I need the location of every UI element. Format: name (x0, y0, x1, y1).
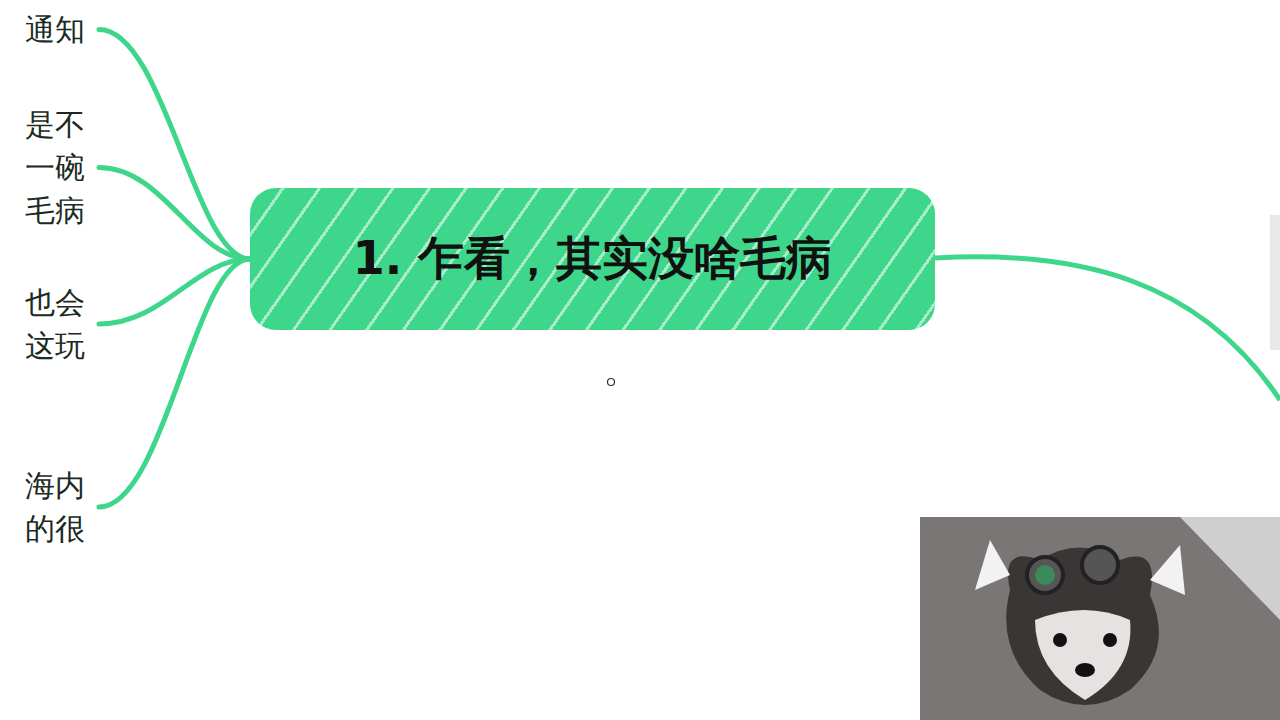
branch-connector (99, 168, 250, 260)
branch-line (935, 257, 1280, 400)
branch-connector (99, 259, 250, 507)
branch-connector (99, 259, 250, 324)
central-topic: 1. 乍看，其实没啥毛病 (250, 188, 935, 330)
branch-text: 海内 的很 (0, 464, 85, 550)
branch-text: 是不 一碗 毛病 (0, 103, 85, 232)
branch-text: 也会 这玩 (0, 281, 85, 367)
branch-label: 是不 一碗 毛病 (0, 103, 85, 232)
topic-title: 1. 乍看，其实没啥毛病 (353, 228, 833, 290)
red-panda-photo (920, 517, 1280, 720)
branch-label: 通知 (0, 8, 85, 51)
scrollbar (1270, 215, 1280, 350)
branch-label: 也会 这玩 (0, 281, 85, 367)
branch-label: 海内 的很 (0, 464, 85, 550)
branch-text: 通知 (0, 8, 85, 51)
branch-connector (99, 30, 250, 260)
cursor-dot (608, 379, 615, 386)
